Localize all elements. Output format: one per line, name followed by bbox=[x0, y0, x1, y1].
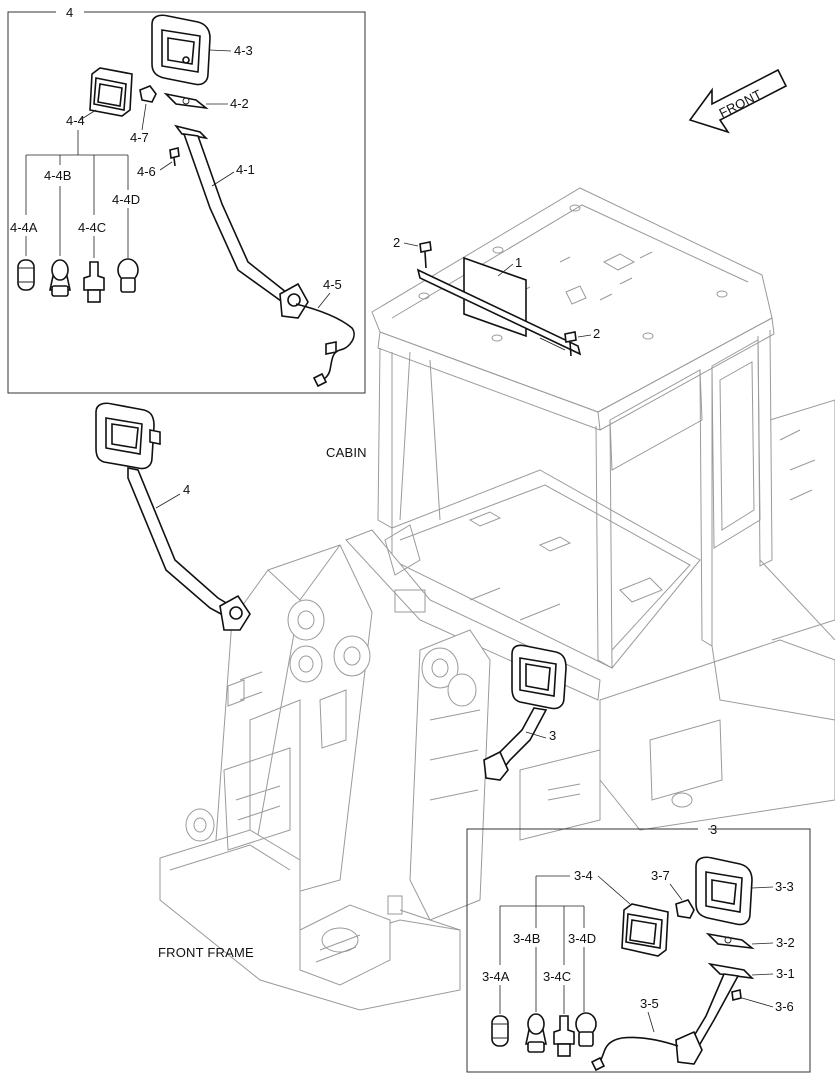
wire-harness-icon bbox=[590, 1036, 679, 1072]
mirror-arm-icon bbox=[174, 124, 309, 319]
callout-3-4: 3-4 bbox=[574, 868, 593, 883]
callout-3-4A: 3-4A bbox=[482, 969, 510, 984]
mounting-plate bbox=[416, 256, 582, 356]
callout-3-7: 3-7 bbox=[651, 868, 670, 883]
front-arrow-icon: FRONT bbox=[688, 68, 788, 134]
callout-4-3: 4-3 bbox=[234, 43, 253, 58]
callout-4-4D: 4-4D bbox=[112, 192, 140, 207]
bulb-icon bbox=[491, 1015, 509, 1047]
callout-3-1: 3-1 bbox=[776, 966, 795, 981]
callout-3-4C: 3-4C bbox=[543, 969, 571, 984]
bulb-icon bbox=[83, 261, 105, 303]
right-mirror-assembly bbox=[483, 644, 567, 781]
callout-1: 1 bbox=[515, 255, 522, 270]
lamp-icon bbox=[621, 903, 669, 957]
mirror-arm-icon bbox=[675, 962, 755, 1065]
left-mirror-assembly bbox=[95, 402, 251, 631]
callout-4-2: 4-2 bbox=[230, 96, 249, 111]
callout-4-7: 4-7 bbox=[130, 130, 149, 145]
lamp-icon bbox=[89, 67, 133, 117]
bolt-icon bbox=[169, 147, 180, 167]
connector-icon bbox=[675, 899, 695, 919]
callout-3-4B: 3-4B bbox=[513, 931, 540, 946]
bulb-icon bbox=[17, 259, 35, 291]
callout-3-3: 3-3 bbox=[775, 879, 794, 894]
front-frame-label: FRONT FRAME bbox=[158, 945, 254, 960]
bulb-icon bbox=[553, 1015, 575, 1057]
mirror-icon bbox=[151, 14, 211, 86]
detail-3-title: 3 bbox=[710, 822, 717, 837]
callout-4-1: 4-1 bbox=[236, 162, 255, 177]
cabin-label: CABIN bbox=[326, 445, 367, 460]
bulb-icon bbox=[49, 259, 71, 297]
bolt-icon bbox=[419, 241, 432, 269]
callout-4-6: 4-6 bbox=[137, 164, 156, 179]
callout-4-5: 4-5 bbox=[323, 277, 342, 292]
callout-3: 3 bbox=[549, 728, 556, 743]
bolt-icon bbox=[564, 331, 577, 357]
bulb-icon bbox=[117, 258, 139, 293]
bulb-icon bbox=[575, 1012, 597, 1047]
callout-3-4D: 3-4D bbox=[568, 931, 596, 946]
callout-4: 4 bbox=[183, 482, 190, 497]
callout-3-5: 3-5 bbox=[640, 996, 659, 1011]
callout-4-4: 4-4 bbox=[66, 113, 85, 128]
bulb-icon bbox=[525, 1013, 547, 1053]
callout-3-6: 3-6 bbox=[775, 999, 794, 1014]
callout-4-4B: 4-4B bbox=[44, 168, 71, 183]
bracket-icon bbox=[163, 92, 209, 110]
callout-2b: 2 bbox=[593, 326, 600, 341]
detail-4-title: 4 bbox=[66, 5, 73, 20]
bracket-icon bbox=[705, 932, 755, 950]
bolt-icon bbox=[731, 989, 742, 1001]
callout-2a: 2 bbox=[393, 235, 400, 250]
callout-3-2: 3-2 bbox=[776, 935, 795, 950]
front-frame-structure bbox=[159, 544, 491, 1011]
wire-harness-icon bbox=[295, 303, 355, 388]
connector-icon bbox=[139, 85, 157, 103]
mirror-icon bbox=[695, 856, 753, 926]
detail-4-panel: 4 4-3 4-2 4-7 bbox=[7, 5, 366, 394]
detail-3-panel: 3 3-3 3-7 3-4 3-2 bbox=[466, 822, 811, 1073]
callout-4-4C: 4-4C bbox=[78, 220, 106, 235]
callout-4-4A: 4-4A bbox=[10, 220, 38, 235]
